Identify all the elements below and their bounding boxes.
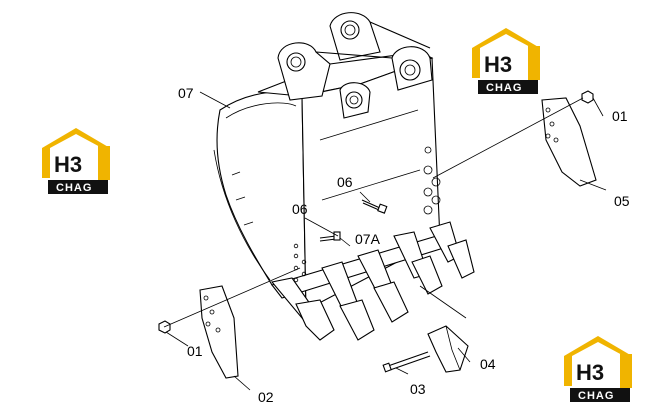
label-bolt-left: 06 bbox=[292, 201, 308, 217]
bucket-teeth bbox=[295, 239, 475, 341]
side-cutter-right bbox=[541, 97, 597, 187]
watermark-big-text: H3 bbox=[484, 52, 512, 77]
label-side-cutter-left: 02 bbox=[258, 389, 274, 405]
label-nut-right: 01 bbox=[612, 108, 628, 124]
label-bucket: 07 bbox=[178, 85, 194, 101]
watermark-logo-left: H3 CHAG bbox=[42, 128, 110, 194]
label-tooth: 04 bbox=[480, 356, 496, 372]
label-pin: 03 bbox=[410, 381, 426, 397]
watermark-logo-bottom-right: H3 CHAG bbox=[564, 336, 632, 402]
leader-lines bbox=[163, 91, 607, 391]
watermark-small-text: CHAG bbox=[56, 182, 92, 194]
part-labels: 07 07A 06 06 01 01 05 02 03 04 bbox=[178, 85, 630, 405]
watermark-logo-top-right: H3 CHAG bbox=[472, 28, 540, 94]
watermark-big-text: H3 bbox=[54, 152, 82, 177]
watermark-small-text: CHAG bbox=[578, 390, 614, 402]
bolt-upper bbox=[361, 199, 388, 214]
tooth-single bbox=[427, 325, 469, 373]
watermark-small-text: CHAG bbox=[486, 82, 522, 94]
label-bolt-right: 06 bbox=[337, 174, 353, 190]
watermark-big-text: H3 bbox=[576, 360, 604, 385]
right-bolt-holes bbox=[423, 146, 441, 215]
bucket-mount-lugs bbox=[277, 12, 433, 119]
pin bbox=[382, 351, 431, 373]
bolt-lower bbox=[319, 231, 341, 242]
label-nut-left: 01 bbox=[187, 343, 203, 359]
left-bolt-holes bbox=[293, 243, 307, 283]
label-bucket-sub: 07A bbox=[355, 231, 381, 247]
nut-right bbox=[581, 90, 594, 104]
label-side-cutter-right: 05 bbox=[614, 193, 630, 209]
side-cutter-left bbox=[199, 285, 239, 379]
